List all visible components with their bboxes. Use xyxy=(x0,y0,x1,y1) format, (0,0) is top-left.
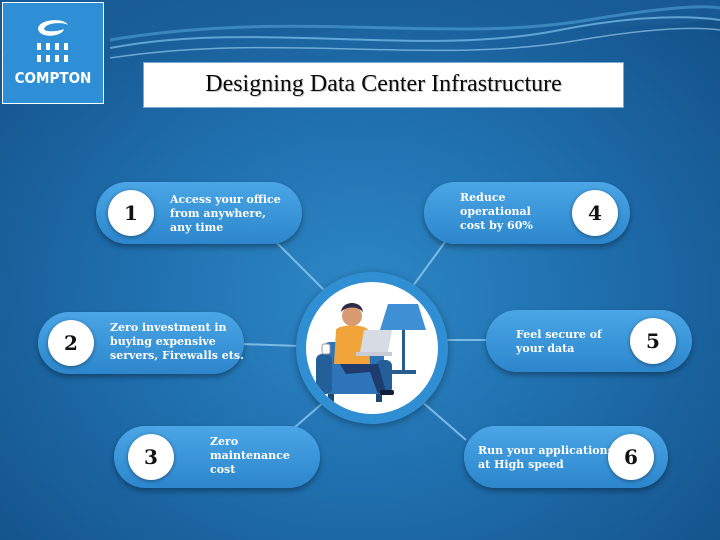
page-title: Designing Data Center Infrastructure xyxy=(205,71,562,97)
benefit-item-2: 2 Zero investment in buying expensive se… xyxy=(38,312,244,374)
benefit-text-3: Zero maintenance cost xyxy=(210,435,290,476)
benefit-text-6: Run your applications at High speed xyxy=(478,444,614,471)
number-badge-1: 1 xyxy=(108,190,154,236)
benefit-item-6: Run your applications at High speed 6 xyxy=(464,426,668,488)
header-waves xyxy=(0,0,720,59)
number-badge-2: 2 xyxy=(48,320,94,366)
number-badge-3: 3 xyxy=(128,434,174,480)
center-hub xyxy=(296,272,448,424)
benefit-text-5: Feel secure of your data xyxy=(516,328,602,355)
compton-logo-icon xyxy=(37,20,68,62)
number-badge-5: 5 xyxy=(630,318,676,364)
logo-wordmark: COMPTON xyxy=(14,69,92,87)
benefit-text-2: Zero investment in buying expensive serv… xyxy=(110,321,244,362)
benefit-item-3: 3 Zero maintenance cost xyxy=(114,426,320,488)
number-badge-6: 6 xyxy=(608,434,654,480)
number-badge-4: 4 xyxy=(572,190,618,236)
person-with-laptop-illustration xyxy=(316,303,426,402)
benefit-item-1: 1 Access your office from anywhere, any … xyxy=(96,182,302,244)
benefit-text-1: Access your office from anywhere, any ti… xyxy=(170,193,281,234)
benefit-item-4: Reduce operational cost by 60% 4 xyxy=(424,182,630,244)
title-box: Designing Data Center Infrastructure xyxy=(143,62,624,108)
benefit-text-4: Reduce operational cost by 60% xyxy=(460,191,533,232)
compton-logo: COMPTON xyxy=(2,2,104,104)
benefit-item-5: Feel secure of your data 5 xyxy=(486,310,692,372)
